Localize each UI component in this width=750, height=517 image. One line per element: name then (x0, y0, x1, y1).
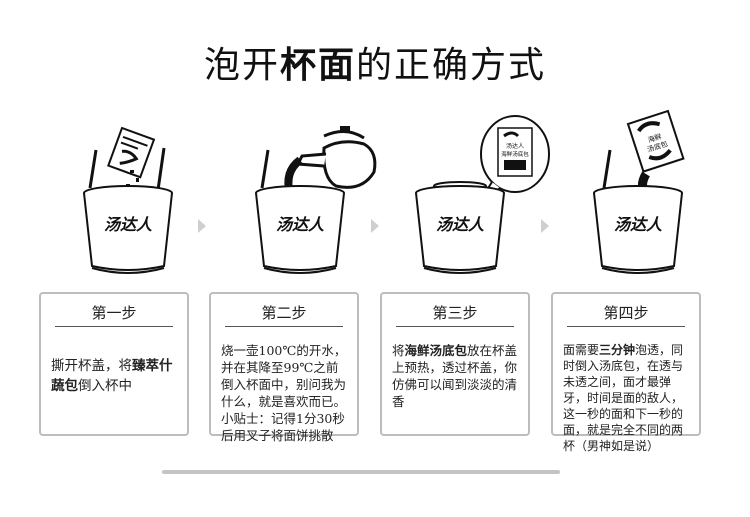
step2-card: 第二步 烧一壶100℃的开水，并在其降至99℃之前倒入杯面中，别问我为什么，就是… (209, 292, 359, 443)
cup-brand-label: 汤达人 (614, 215, 663, 234)
bubble-line-2: 海鲜汤底包 (501, 150, 529, 158)
step4-illustration: 海鲜 汤底包 汤达人 (593, 109, 685, 274)
kettle-icon (295, 126, 377, 189)
step2-heading: 第二步 (261, 304, 307, 322)
step4-text-bold: 三分钟 (599, 343, 636, 357)
step1-heading: 第一步 (91, 304, 137, 322)
soup-packet-icon: 海鲜 汤底包 (626, 109, 685, 173)
step1-text-bold: 臻萃什蔬包 (51, 358, 173, 394)
bubble-line-1: 汤达人 (506, 142, 524, 150)
step2-illustration: 汤达人 (255, 126, 377, 274)
arrow-right-icon (370, 218, 380, 238)
step1-illustration: 汤达人 (83, 126, 173, 274)
step4-text-part2: 泡透，同时倒入汤底包，在透与未透之间，面才最弹牙，时间是面的敌人，这一秒的面和下… (563, 343, 684, 453)
cup-brand-label: 汤达人 (276, 215, 325, 234)
step3-card: 第三步 将海鲜汤底包放在杯盖上预热，透过杯盖，你仿佛可以闻到淡淡的清香 (380, 292, 530, 436)
page-title: 泡开杯面的正确方式 (0, 36, 750, 88)
step4-text-part1: 面需要 (563, 343, 600, 357)
step2-text: 烧一壶100℃的开水，并在其降至99℃之前倒入杯面中，别问我为什么，就是喜欢而已… (221, 342, 349, 444)
title-part1: 泡开 (203, 45, 280, 86)
bottom-divider-bar (162, 470, 560, 474)
title-part3: 的正确方式 (356, 45, 547, 86)
title-part2-bold: 杯面 (279, 44, 356, 86)
step3-illustration: 汤达人 海鲜汤底包 汤达人 (415, 115, 550, 274)
step1-text-part2: 倒入杯中 (78, 378, 132, 394)
step1-card: 第一步 撕开杯盖，将臻萃什蔬包倒入杯中 (39, 292, 189, 436)
step1-text: 撕开杯盖，将臻萃什蔬包倒入杯中 (51, 356, 179, 396)
packet-line-1: 海鲜 (647, 132, 663, 145)
step3-heading: 第三步 (432, 304, 478, 322)
divider (567, 326, 685, 327)
step3-text-part1: 将 (392, 343, 405, 358)
step4-heading: 第四步 (603, 304, 649, 322)
step3-text-bold: 海鲜汤底包 (404, 343, 468, 358)
divider (55, 326, 173, 327)
arrow-right-icon (197, 218, 207, 238)
step4-text: 面需要三分钟泡透，同时倒入汤底包，在透与未透之间，面才最弹牙，时间是面的敌人，这… (563, 342, 691, 454)
divider (396, 326, 514, 327)
step2-text-part1: 烧一壶100℃的开水，并在其降至99℃之前倒入杯面中，别问我为什么，就是喜欢而已… (221, 343, 347, 443)
divider (225, 326, 343, 327)
cup-brand-label: 汤达人 (104, 215, 153, 234)
seasoning-packet-icon (107, 126, 156, 179)
step4-card: 第四步 面需要三分钟泡透，同时倒入汤底包，在透与未透之间，面才最弹牙，时间是面的… (551, 292, 701, 453)
arrow-right-icon (540, 218, 550, 238)
step1-text-part1: 撕开杯盖，将 (51, 358, 132, 374)
step3-text: 将海鲜汤底包放在杯盖上预热，透过杯盖，你仿佛可以闻到淡淡的清香 (392, 342, 520, 410)
cup-brand-label: 汤达人 (436, 215, 485, 234)
step3-text-part2: 放在杯盖上预热，透过杯盖，你仿佛可以闻到淡淡的清香 (392, 343, 518, 409)
